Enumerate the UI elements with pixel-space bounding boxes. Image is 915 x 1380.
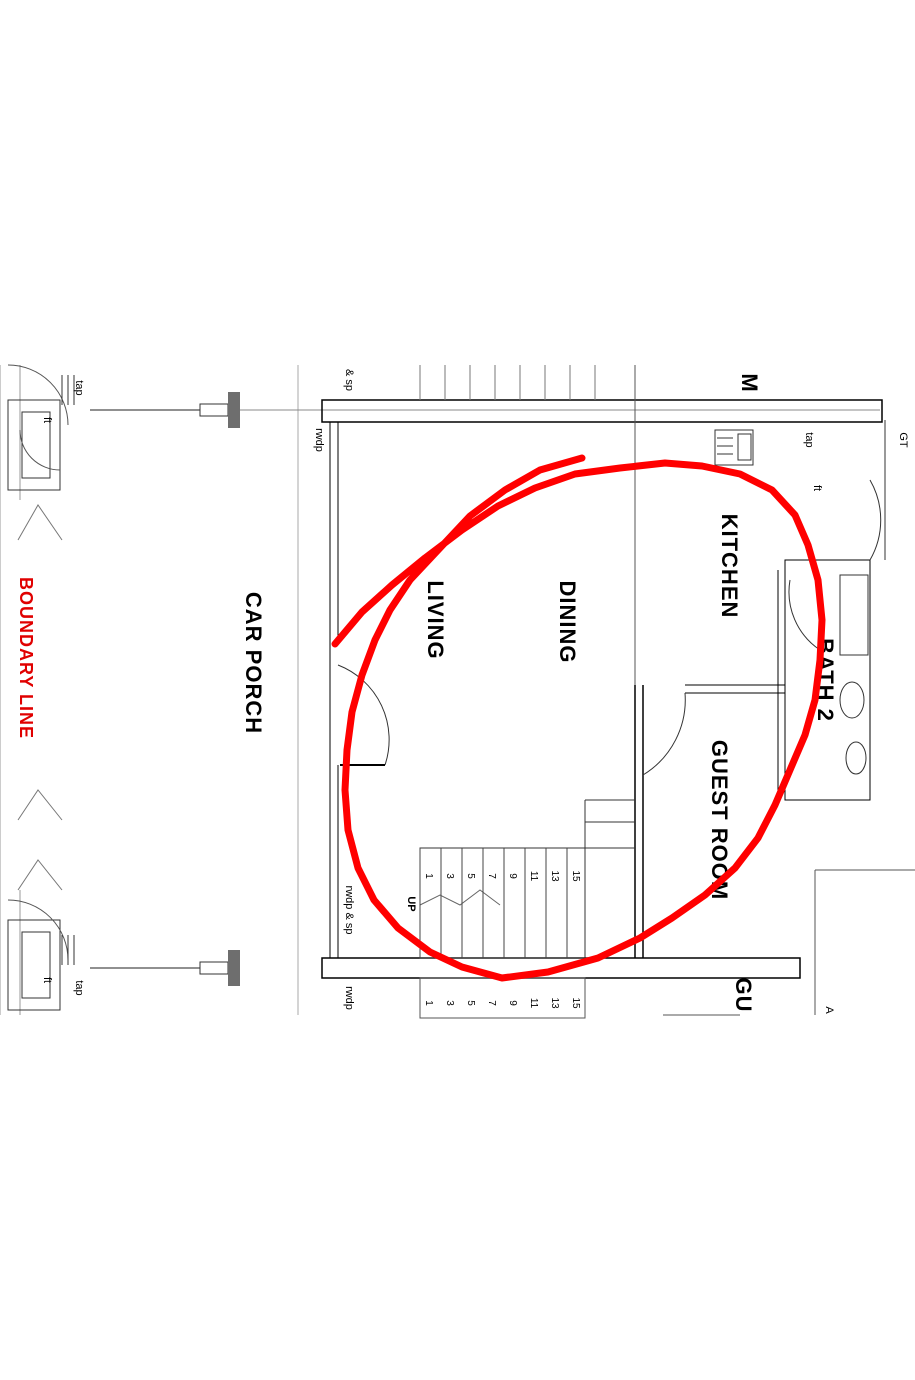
note-rwdp-top: rwdp	[313, 428, 325, 452]
note-tap-top: tap	[73, 380, 85, 395]
room-label-kitchen: KITCHEN	[717, 514, 742, 619]
stair-number: 13	[549, 997, 560, 1009]
gate-column-top	[199, 392, 240, 428]
note-rwdp-sp-bottom: rwdp & sp	[343, 886, 355, 935]
gate-column-bottom	[199, 950, 240, 986]
red-markup-circle	[331, 454, 826, 982]
stair-number: 11	[528, 871, 539, 882]
stair-number: 9	[507, 873, 518, 879]
stair-number: 7	[486, 873, 497, 879]
stair-number: 9	[507, 1000, 518, 1006]
note-tap-kitchen: tap	[803, 432, 815, 447]
boundary-line-label: BOUNDARY LINE	[16, 577, 36, 739]
note-ft-kitchen: ft	[811, 485, 823, 491]
note-ft-bottom: ft	[41, 977, 53, 983]
room-label-car-porch: CAR PORCH	[241, 592, 266, 734]
stair-number: 7	[486, 1000, 497, 1006]
stair-number: 15	[570, 997, 581, 1009]
note-tap-bottom: tap	[73, 980, 85, 995]
stair-number: 13	[549, 870, 560, 882]
stair-number: 11	[528, 998, 539, 1009]
stair-number: 15	[570, 870, 581, 882]
note-ft-top: ft	[41, 417, 53, 423]
room-label-dining: DINING	[555, 581, 580, 664]
stair-number: 3	[444, 1000, 455, 1006]
plan-linework	[0, 364, 915, 1019]
note-gt: GT	[897, 432, 909, 448]
room-label-top-partial: M	[737, 373, 762, 392]
stair-numbers-upper: 1 3 5 7 9 11 13 15	[423, 870, 581, 882]
room-label-bottom-partial: GU	[731, 978, 756, 1013]
stair-number: 1	[423, 873, 434, 879]
room-label-living: LIVING	[423, 580, 448, 659]
note-edge-a: A	[823, 1006, 835, 1014]
stair-number: 3	[444, 873, 455, 879]
stair-number: 5	[465, 1000, 476, 1006]
note-rwdp-bottom: rwdp	[343, 986, 355, 1010]
stair-numbers-lower: 1 3 5 7 9 11 13 15	[423, 997, 581, 1009]
note-up: UP	[405, 896, 417, 911]
stair-number: 1	[423, 1000, 434, 1006]
note-sp-top: & sp	[343, 369, 355, 391]
stair-treads	[419, 848, 568, 958]
stair-number: 5	[465, 873, 476, 879]
